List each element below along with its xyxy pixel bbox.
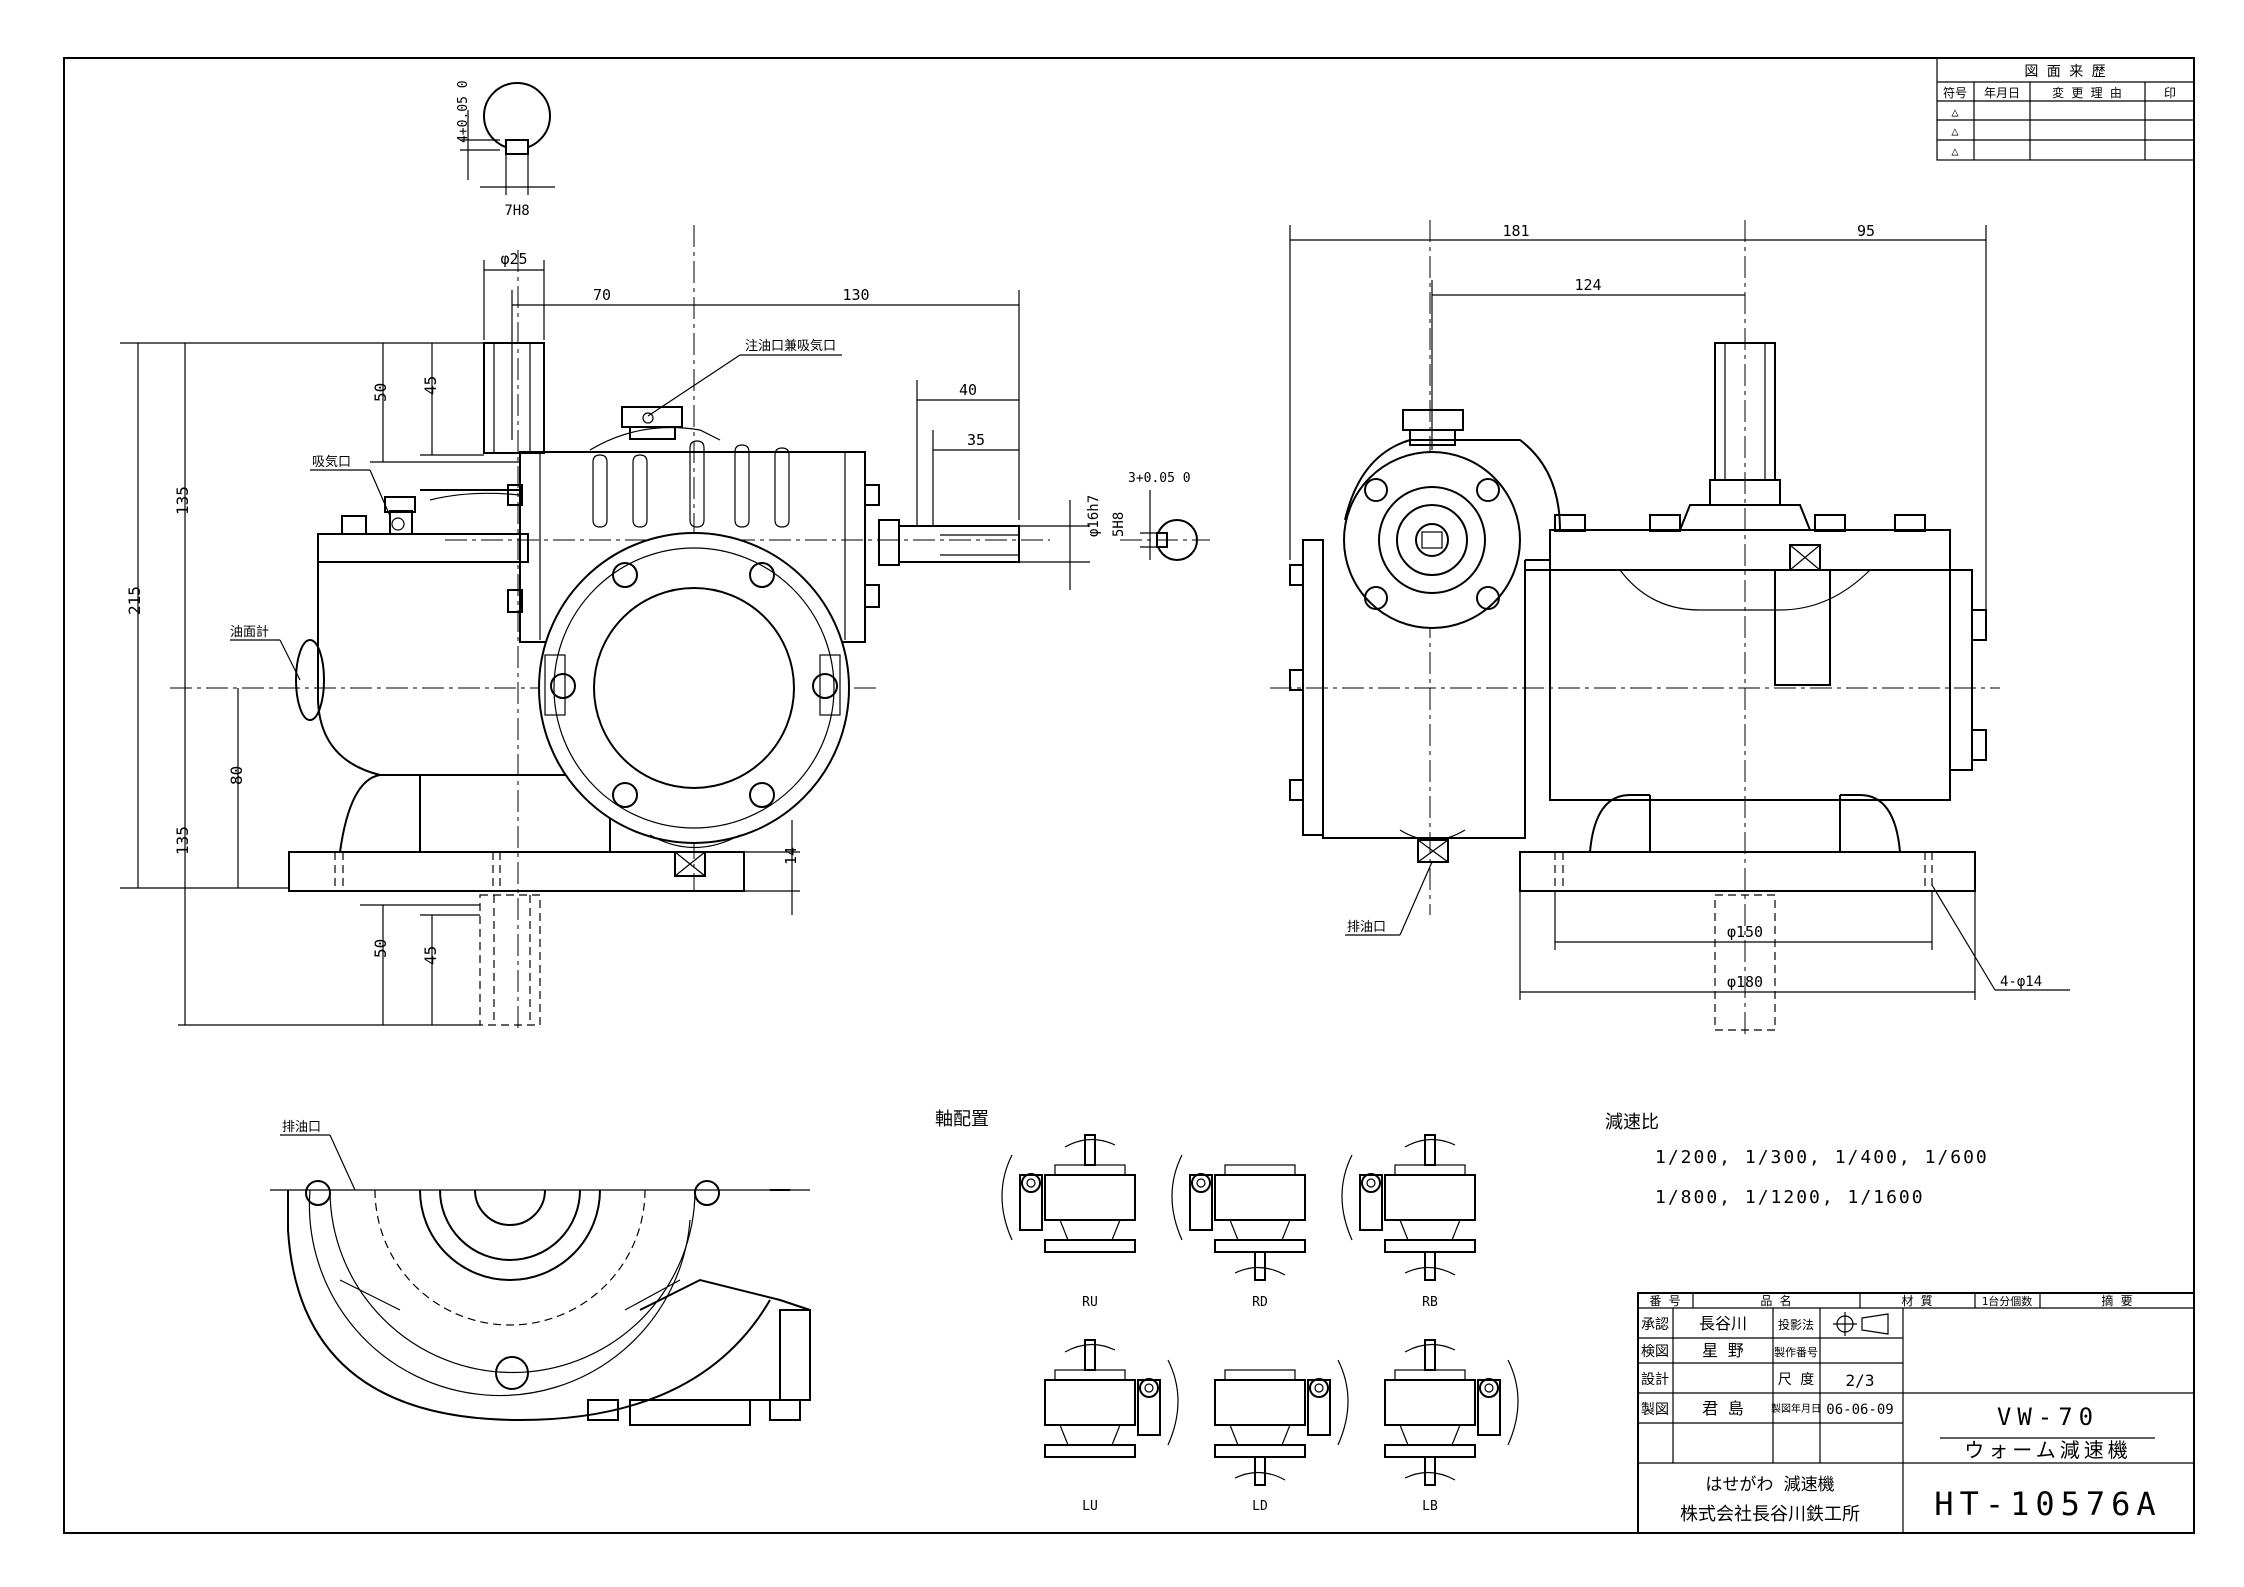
projection-symbol-icon <box>1833 1312 1889 1336</box>
tb-date-label: 製図年月日 <box>1771 1402 1821 1415</box>
tb-projection-label: 投影法 <box>1778 1317 1814 1332</box>
dim-key: 5H8 <box>1111 512 1127 537</box>
dim-d25: φ25 <box>500 250 527 268</box>
tb-drawing-number: HT-10576A <box>1934 1485 2161 1523</box>
tb-company: 株式会社長谷川鉄工所 <box>1680 1504 1860 1525</box>
key-right-tolerance: 3+0.05 0 <box>1128 471 1191 486</box>
dim-d130: 130 <box>842 286 869 304</box>
key-top-fit: 7H8 <box>504 203 529 219</box>
tb-scale-label: 尺 度 <box>1778 1372 1814 1388</box>
axis-arrangement: 軸配置 RU RD RB LU LD LB <box>935 1109 1519 1514</box>
tb-mfg-no-label: 製作番号 <box>1774 1345 1818 1359</box>
arrangement-label-ru: RU <box>1082 1295 1098 1310</box>
dim-d150: φ150 <box>1727 923 1763 941</box>
tb-model: VW-70 <box>1997 1403 2099 1431</box>
dim-d40: 40 <box>959 381 977 399</box>
revision-table: 図 面 来 歴 符号 年月日 変 更 理 由 印 △ △ △ <box>1936 57 2195 161</box>
dim-d124: 124 <box>1574 276 1601 294</box>
key-top-tolerance: 4+0.05 0 <box>456 80 471 143</box>
dim-d135b: 135 <box>173 826 192 855</box>
arrangement-icon-lu <box>1044 1339 1179 1458</box>
tb-check-name: 星 野 <box>1702 1341 1744 1360</box>
dim-holes: 4-φ14 <box>2000 974 2042 990</box>
arrangement-icon-lb <box>1384 1339 1519 1486</box>
revision-header-mark: 符号 <box>1943 85 1967 100</box>
tb-check-label: 検図 <box>1641 1344 1669 1360</box>
dim-d80: 80 <box>227 766 246 785</box>
tb-col-qty: 1台分個数 <box>1982 1294 2033 1308</box>
dim-d14: 14 <box>782 847 800 865</box>
arrangement-label-lu: LU <box>1082 1499 1098 1514</box>
revision-mark-3: △ <box>1951 144 1959 158</box>
revision-header-seal: 印 <box>2164 86 2176 100</box>
tb-col-name: 品 名 <box>1760 1293 1791 1308</box>
dim-d181: 181 <box>1502 222 1529 240</box>
label-oil-gauge: 油面計 <box>230 624 269 640</box>
tb-col-note: 摘 要 <box>2101 1293 2132 1308</box>
label-drain-bottom: 排油口 <box>282 1120 321 1135</box>
arrangement-icon-rd <box>1171 1154 1306 1281</box>
arrangement-label-ld: LD <box>1252 1499 1268 1514</box>
tb-approve-label: 承認 <box>1641 1317 1669 1333</box>
arrangement-label-rd: RD <box>1252 1295 1268 1310</box>
tb-draw-name: 君 島 <box>1702 1399 1744 1418</box>
dim-d50a: 50 <box>371 383 390 402</box>
dim-d95: 95 <box>1857 222 1875 240</box>
arrangement-icon-ru <box>1001 1134 1136 1253</box>
revision-mark-2: △ <box>1951 124 1959 138</box>
dim-d45b: 45 <box>421 946 440 965</box>
tb-approve-name: 長谷川 <box>1699 1314 1747 1333</box>
reduction-ratios-line2: 1/800, 1/1200, 1/1600 <box>1655 1187 1925 1208</box>
arrangement-label-lb: LB <box>1422 1499 1438 1514</box>
front-view: φ25 70 130 40 35 φ16h7 5H8 215 135 135 8… <box>120 225 1127 1030</box>
label-oil-inlet: 注油口兼吸気口 <box>745 338 836 354</box>
dim-d180: φ180 <box>1727 973 1763 991</box>
side-view: 181 95 124 φ150 φ180 4-φ14 排油口 <box>1270 220 2070 1035</box>
tb-col-material: 材 質 <box>1901 1293 1932 1308</box>
reduction-ratios-line1: 1/200, 1/300, 1/400, 1/600 <box>1655 1147 1989 1168</box>
arrangement-label-rb: RB <box>1422 1295 1438 1310</box>
dim-d50b: 50 <box>371 939 390 958</box>
tb-scale: 2/3 <box>1846 1371 1875 1390</box>
key-detail-top: 4+0.05 0 7H8 <box>456 80 555 219</box>
tb-date: 06-06-09 <box>1826 1402 1893 1418</box>
dim-d70: 70 <box>593 286 611 304</box>
bottom-view: 排油口 <box>270 1120 811 1426</box>
key-detail-right: 3+0.05 0 <box>1120 471 1210 561</box>
revision-title: 図 面 来 歴 <box>2024 64 2105 80</box>
label-breather: 吸気口 <box>312 454 351 470</box>
tb-product: ウォーム減速機 <box>1964 1438 2131 1462</box>
dim-d215: 215 <box>125 586 144 615</box>
tb-brand: はせがわ 減速機 <box>1705 1475 1834 1495</box>
revision-mark-1: △ <box>1951 105 1959 119</box>
revision-header-date: 年月日 <box>1984 86 2020 100</box>
dim-d135a: 135 <box>173 486 192 515</box>
dim-shaft: φ16h7 <box>1086 495 1102 537</box>
label-drain-side: 排油口 <box>1347 920 1386 935</box>
reduction-ratio: 減速比 1/200, 1/300, 1/400, 1/600 1/800, 1/… <box>1605 1112 1989 1208</box>
tb-col-no: 番 号 <box>1649 1294 1680 1308</box>
tb-draw-label: 製図 <box>1641 1402 1669 1418</box>
revision-header-reason: 変 更 理 由 <box>2052 85 2122 100</box>
axis-arrangement-title: 軸配置 <box>935 1109 989 1130</box>
reduction-ratio-title: 減速比 <box>1605 1112 1659 1133</box>
arrangement-icon-rb <box>1341 1134 1476 1281</box>
title-block: 番 号 品 名 材 質 1台分個数 摘 要 承認 長谷川 検図 星 野 設計 製… <box>1637 1292 2195 1534</box>
drawing-frame <box>63 57 2195 1534</box>
tb-design-label: 設計 <box>1641 1372 1669 1388</box>
arrangement-icon-ld <box>1214 1359 1349 1486</box>
dim-d35: 35 <box>967 431 985 449</box>
dim-d45a: 45 <box>421 376 440 395</box>
